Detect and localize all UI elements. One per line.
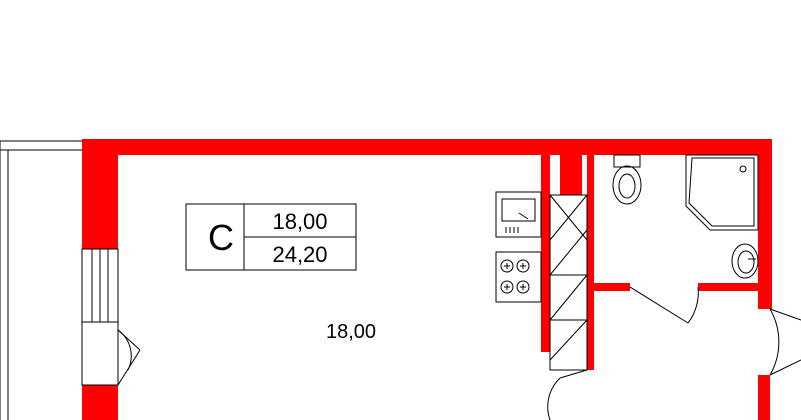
left-wall-upper	[82, 139, 118, 249]
unit-type-label: С	[208, 217, 234, 258]
bathroom-door-icon	[629, 286, 699, 324]
entrance-door-icon	[769, 308, 801, 376]
area-label-box: С 18,00 24,20	[185, 203, 357, 271]
shaft-block	[560, 155, 582, 195]
toilet-icon	[612, 154, 642, 205]
window-icon	[81, 248, 119, 386]
kitchen-door-icon	[547, 369, 588, 420]
total-area-value: 24,20	[272, 242, 327, 267]
right-wall	[758, 139, 772, 309]
top-wall	[82, 139, 772, 155]
sink-icon	[495, 191, 542, 238]
kitchen-cabinets	[549, 194, 588, 371]
kitchen-partition-wall	[541, 155, 550, 352]
room-area-label: 18,00	[326, 321, 376, 343]
washbasin-icon	[731, 243, 759, 279]
right-wall-lower	[758, 375, 770, 420]
walls	[82, 139, 772, 420]
bathroom-bottom-wall-right	[698, 283, 760, 291]
stove-icon	[495, 251, 542, 303]
left-wall-lower	[82, 385, 118, 420]
bathroom-left-wall	[587, 155, 594, 370]
balcony	[0, 140, 82, 420]
shower-icon	[685, 154, 759, 231]
living-area-value: 18,00	[272, 209, 327, 234]
bathroom-bottom-wall-left	[594, 283, 630, 291]
door-icon	[117, 329, 141, 386]
